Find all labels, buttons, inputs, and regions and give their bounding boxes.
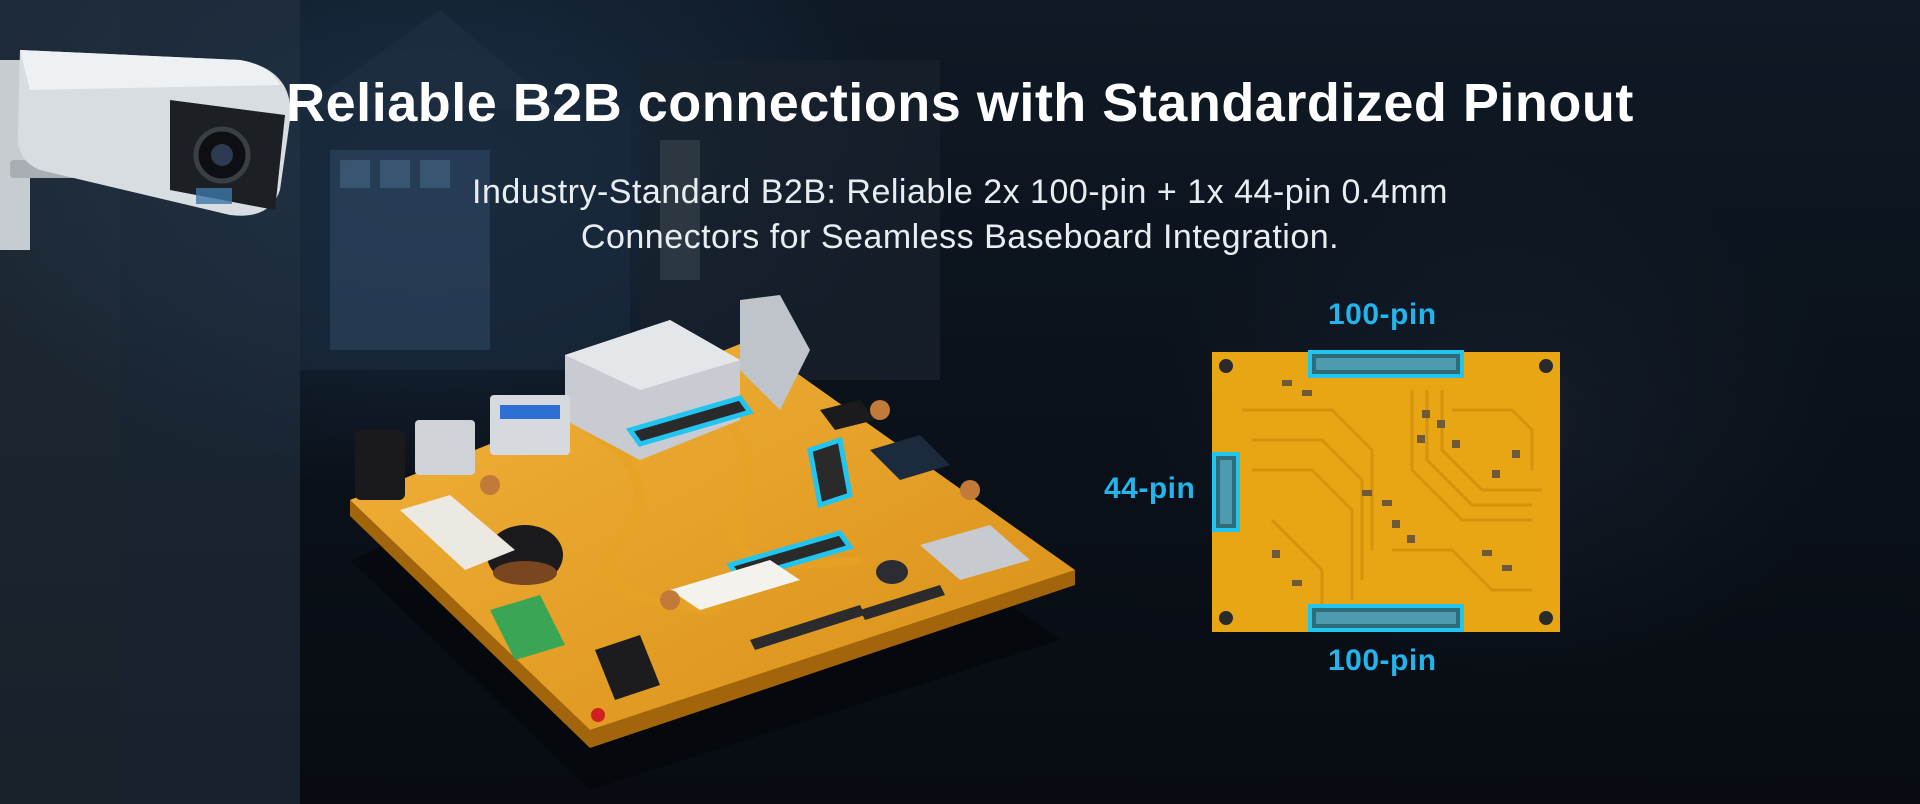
- pcb-surface: [1212, 352, 1560, 632]
- som-module-pcb-image: [1212, 350, 1560, 632]
- subtitle-line-2: Connectors for Seamless Baseboard Integr…: [580, 218, 1340, 256]
- label-100pin-bottom: 100-pin: [1328, 644, 1437, 677]
- page-title: Reliable B2B connections with Standardiz…: [286, 73, 1634, 133]
- page-subtitle: Industry-Standard B2B: Reliable 2x 100-p…: [360, 170, 1560, 260]
- b2b-connector-100pin-a: [625, 395, 755, 447]
- security-camera-image: [0, 50, 291, 250]
- label-100pin-top: 100-pin: [1328, 298, 1437, 331]
- carrier-board-image: [350, 295, 1075, 790]
- subtitle-line-1: Industry-Standard B2B: Reliable 2x 100-p…: [472, 173, 1448, 211]
- b2b-connector-44pin: [807, 436, 853, 509]
- label-44pin-left: 44-pin: [1104, 472, 1196, 505]
